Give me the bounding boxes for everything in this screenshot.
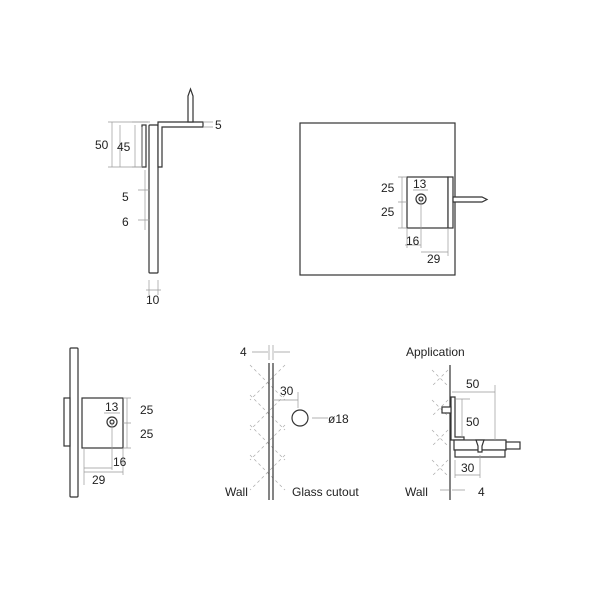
wall-label: Wall <box>405 485 428 499</box>
dim-5-top: 5 <box>215 118 222 132</box>
cutout-view: 4 30 ø18 Wall Glass cutout <box>225 345 359 500</box>
dim-16: 16 <box>406 234 420 248</box>
dim-4: 4 <box>478 485 485 499</box>
dim-50: 50 <box>95 138 109 152</box>
dim-6: 6 <box>122 215 129 229</box>
dim-25-bottom: 25 <box>140 427 154 441</box>
dim-29: 29 <box>427 252 441 266</box>
wall-label: Wall <box>225 485 248 499</box>
side-view: 50 45 5 5 6 10 <box>95 87 222 307</box>
application-title: Application <box>406 345 465 359</box>
dim-29: 29 <box>92 473 106 487</box>
dim-50-width: 50 <box>466 377 480 391</box>
glass-cutout-label: Glass cutout <box>292 485 359 499</box>
clamp-view: 13 25 25 16 29 <box>63 347 154 498</box>
dim-diameter-18: ø18 <box>328 412 349 426</box>
dim-50-height: 50 <box>466 415 480 429</box>
application-view: Application 50 50 30 4 Wall <box>405 345 521 500</box>
dim-30: 30 <box>461 461 475 475</box>
dim-5: 5 <box>122 190 129 204</box>
dim-13: 13 <box>105 400 119 414</box>
dim-13: 13 <box>413 177 427 191</box>
dim-30: 30 <box>280 384 294 398</box>
dim-45: 45 <box>117 140 131 154</box>
dim-4: 4 <box>240 345 247 359</box>
dim-25-bottom: 25 <box>381 205 395 219</box>
front-view: 25 25 13 16 29 <box>299 122 489 276</box>
dim-25-top: 25 <box>140 403 154 417</box>
dim-16: 16 <box>113 455 127 469</box>
dim-10: 10 <box>146 293 160 307</box>
dim-25-top: 25 <box>381 181 395 195</box>
